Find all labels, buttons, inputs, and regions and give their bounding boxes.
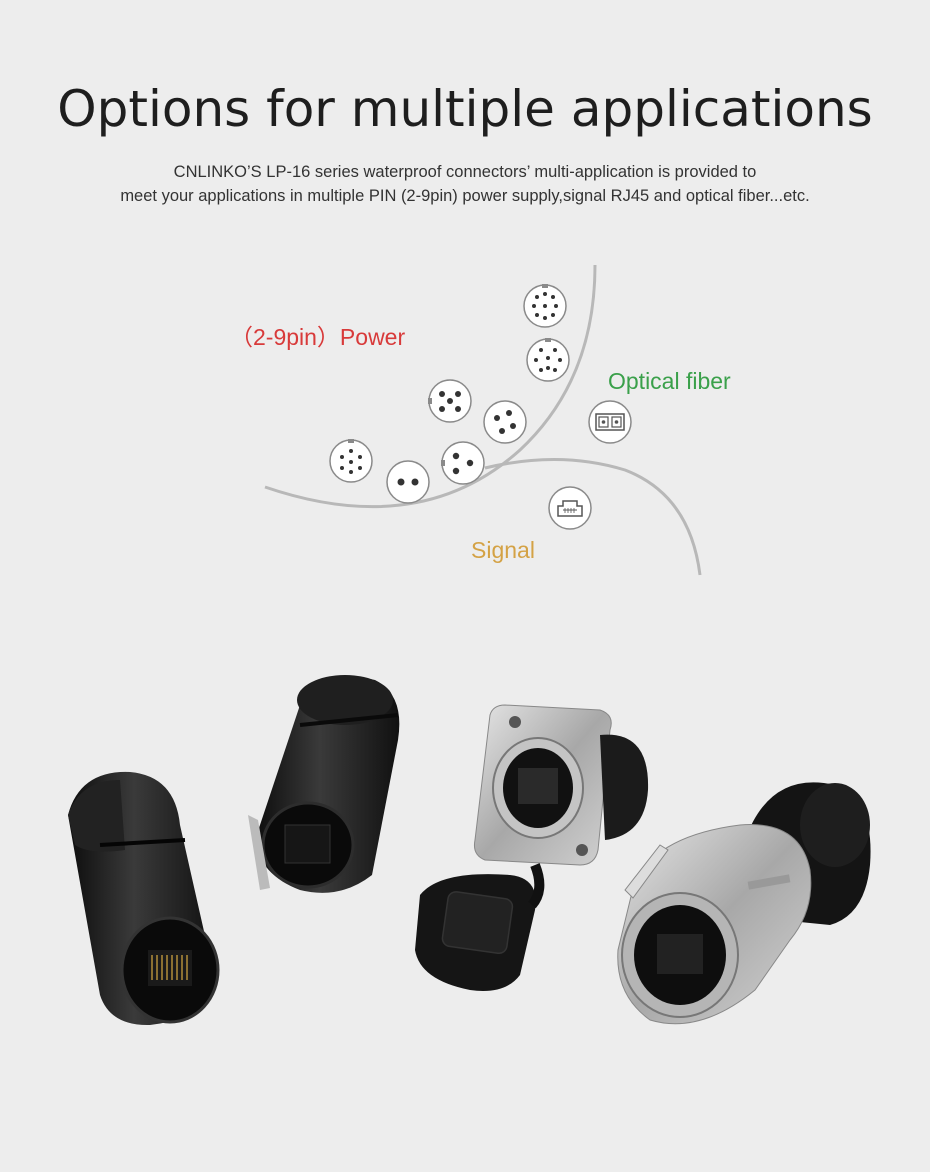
silver-right-angle-rj45-plug bbox=[617, 782, 871, 1025]
optical-fiber-label: Optical fiber bbox=[608, 368, 731, 394]
5-pin-icon bbox=[428, 379, 472, 423]
7-pin-icon bbox=[329, 439, 373, 483]
silver-panel-mount-socket-with-cap bbox=[415, 704, 649, 991]
signal-boundary-curve bbox=[484, 458, 702, 576]
2-pin-icon bbox=[386, 460, 430, 504]
black-straight-rj45-plug bbox=[68, 771, 220, 1026]
power-label: （2-9pin）Power bbox=[230, 324, 406, 350]
subtitle-line-1: CNLINKO’S LP-16 series waterproof connec… bbox=[173, 163, 757, 181]
application-diagram bbox=[264, 264, 702, 576]
rj45-icon bbox=[548, 486, 592, 530]
duplex-fiber-icon bbox=[588, 400, 632, 444]
black-rj45-cable-connector bbox=[248, 675, 400, 893]
9-pin-icon bbox=[523, 284, 567, 328]
product-photos bbox=[68, 675, 871, 1026]
4-pin-icon bbox=[483, 400, 527, 444]
8-pin-icon bbox=[526, 338, 570, 382]
3-pin-icon bbox=[441, 441, 485, 485]
subtitle-line-2: meet your applications in multiple PIN (… bbox=[120, 187, 810, 205]
power-boundary-curve bbox=[264, 264, 597, 509]
page-subtitle: CNLINKO’S LP-16 series waterproof connec… bbox=[0, 160, 930, 208]
signal-label: Signal bbox=[471, 537, 535, 563]
page-title: Options for multiple applications bbox=[57, 80, 873, 138]
